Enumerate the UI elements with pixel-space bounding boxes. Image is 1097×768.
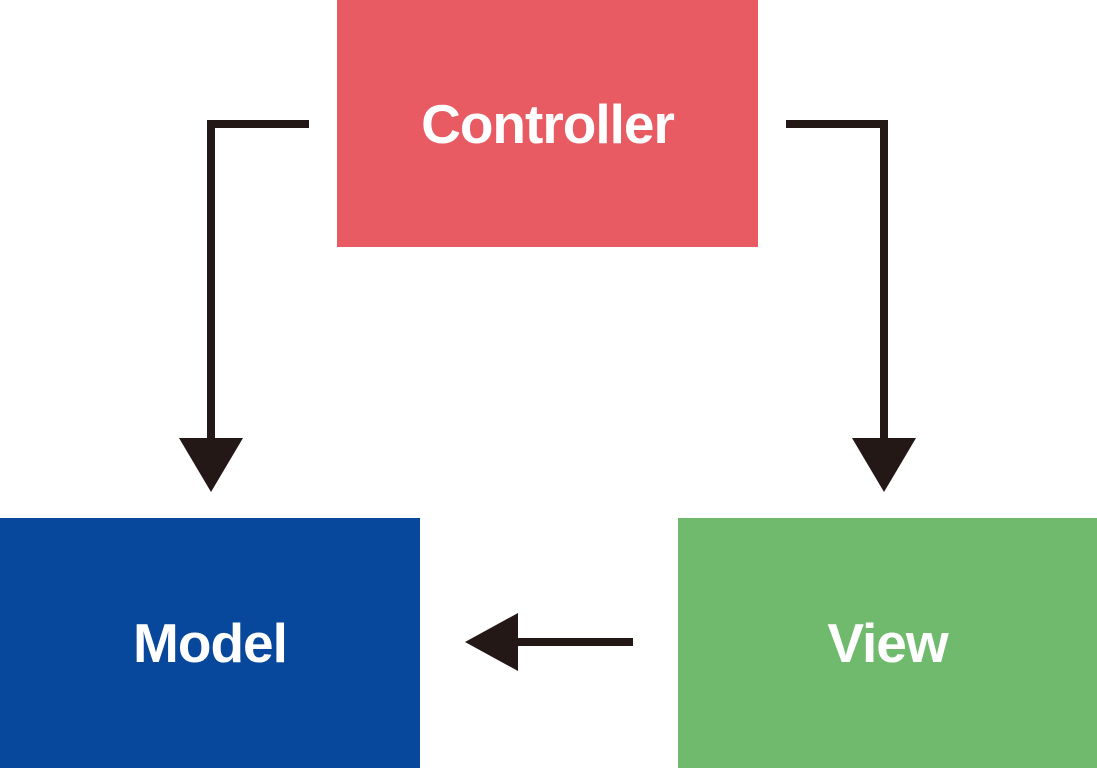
controller-to-view-arrowhead-icon <box>852 438 916 492</box>
controller-to-view-arrow-horizontal-line <box>786 120 888 128</box>
controller-to-model-arrow-vertical-line <box>207 120 215 438</box>
view-to-model-arrow-line <box>518 638 633 646</box>
view-node: View <box>678 518 1097 768</box>
model-node: Model <box>0 518 420 768</box>
controller-to-view-arrow-vertical-line <box>880 120 888 438</box>
controller-label: Controller <box>421 92 675 155</box>
model-label: Model <box>133 612 288 674</box>
controller-to-model-arrowhead-icon <box>179 438 243 492</box>
view-to-model-arrowhead-icon <box>465 613 518 671</box>
controller-to-model-arrow-horizontal-line <box>207 120 309 128</box>
view-label: View <box>827 612 948 674</box>
controller-node: Controller <box>337 0 758 247</box>
